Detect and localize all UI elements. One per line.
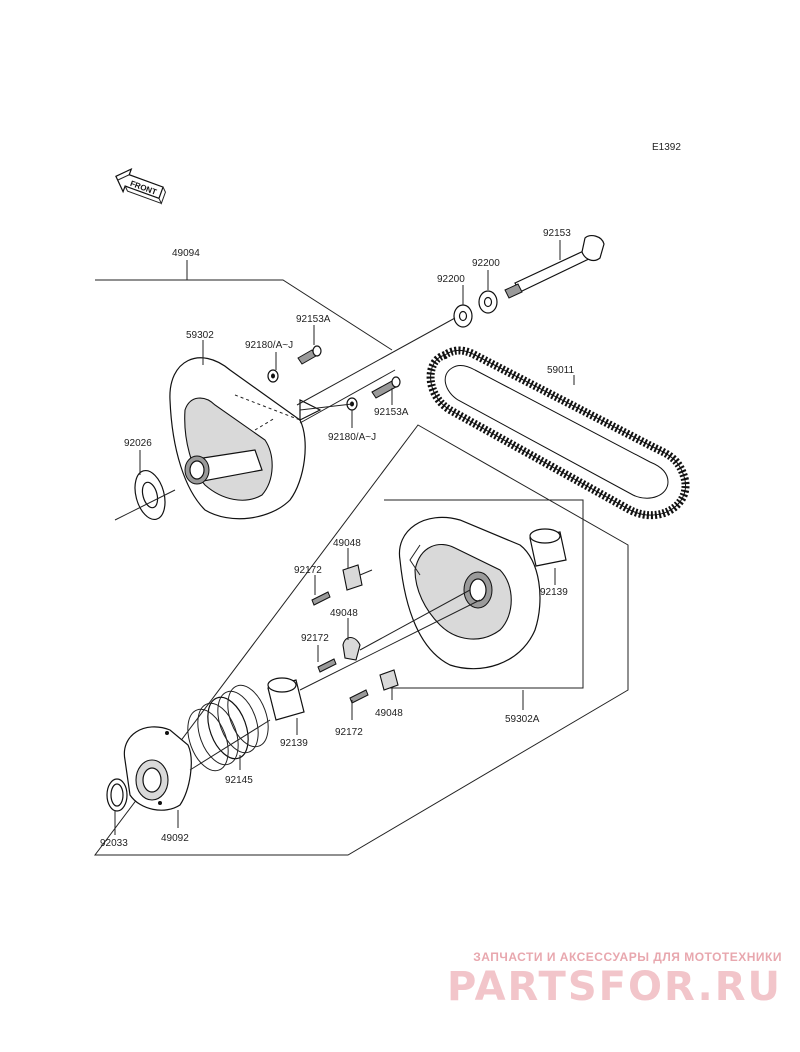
callout-59302: 59302: [186, 330, 214, 341]
callout-92200-b: 92200: [437, 274, 465, 285]
pin-axis-lines: [299, 569, 481, 691]
weight-49048-c: [379, 669, 399, 691]
front-arrow-icon: FRONT: [115, 167, 166, 205]
assembly-outline-59302a: [384, 499, 584, 689]
collar-92139-left: [267, 677, 305, 721]
axis-line-left: [114, 489, 176, 521]
fixed-sheave: [169, 357, 322, 520]
callout-92172-a: 92172: [294, 565, 322, 576]
watermark-logo: PARTSFOR.RU: [446, 964, 782, 1010]
diagram-code: E1392: [652, 142, 681, 153]
washer-92026: [134, 469, 166, 521]
callout-92172-b: 92172: [301, 633, 329, 644]
callout-59011: 59011: [547, 365, 575, 376]
callout-92172-c: 92172: [335, 727, 363, 738]
pin-92172-c: [349, 689, 369, 704]
spring-92145: [187, 684, 269, 772]
shaft-axis-line: [296, 317, 456, 424]
watermark-tagline: ЗАПЧАСТИ И АКСЕССУАРЫ ДЛЯ МОТОТЕХНИКИ: [473, 950, 782, 964]
weight-49048-a: [342, 564, 363, 591]
callout-59302a: 59302A: [505, 714, 540, 725]
callout-92153a-top: 92153A: [296, 314, 331, 325]
callout-92153a-mid: 92153A: [374, 407, 409, 418]
callout-92180-b: 92180/A~J: [328, 432, 376, 443]
callout-49048-c: 49048: [375, 708, 403, 719]
cam-49092: [123, 726, 192, 811]
callout-49048-a: 49048: [333, 538, 361, 549]
callout-92139-left: 92139: [280, 738, 308, 749]
bolt-92153a-top: [297, 345, 322, 365]
weight-49048-b: [342, 636, 361, 661]
callout-92139-right: 92139: [540, 587, 568, 598]
cam-axis-line: [189, 719, 271, 771]
callout-49092: 49092: [161, 833, 189, 844]
pin-92172-a: [311, 591, 331, 606]
collar-92139-right: [529, 528, 567, 567]
pin-92172-b: [317, 658, 337, 673]
callout-92033: 92033: [100, 838, 128, 849]
washer-guide-line: [299, 403, 353, 411]
washer-92200-a: [478, 290, 498, 314]
washer-92180-top: [267, 369, 279, 383]
leader-lines: [114, 240, 575, 835]
callout-92200-a: 92200: [472, 258, 500, 269]
movable-sheave: [398, 516, 541, 670]
circlip-92033: [106, 778, 128, 812]
bolt-92153: [504, 234, 605, 299]
callout-49048-b: 49048: [330, 608, 358, 619]
washer-92200-b: [453, 304, 473, 328]
callout-92153: 92153: [543, 228, 571, 239]
watermark: ЗАПЧАСТИ И АКСЕССУАРЫ ДЛЯ МОТОТЕХНИКИ PA…: [447, 950, 782, 1010]
drive-belt: [426, 346, 690, 520]
callout-92145: 92145: [225, 775, 253, 786]
callout-92026: 92026: [124, 438, 152, 449]
callout-92180-a: 92180/A~J: [245, 340, 293, 351]
bolt-92153a-mid: [371, 376, 401, 399]
callout-49094: 49094: [172, 248, 200, 259]
